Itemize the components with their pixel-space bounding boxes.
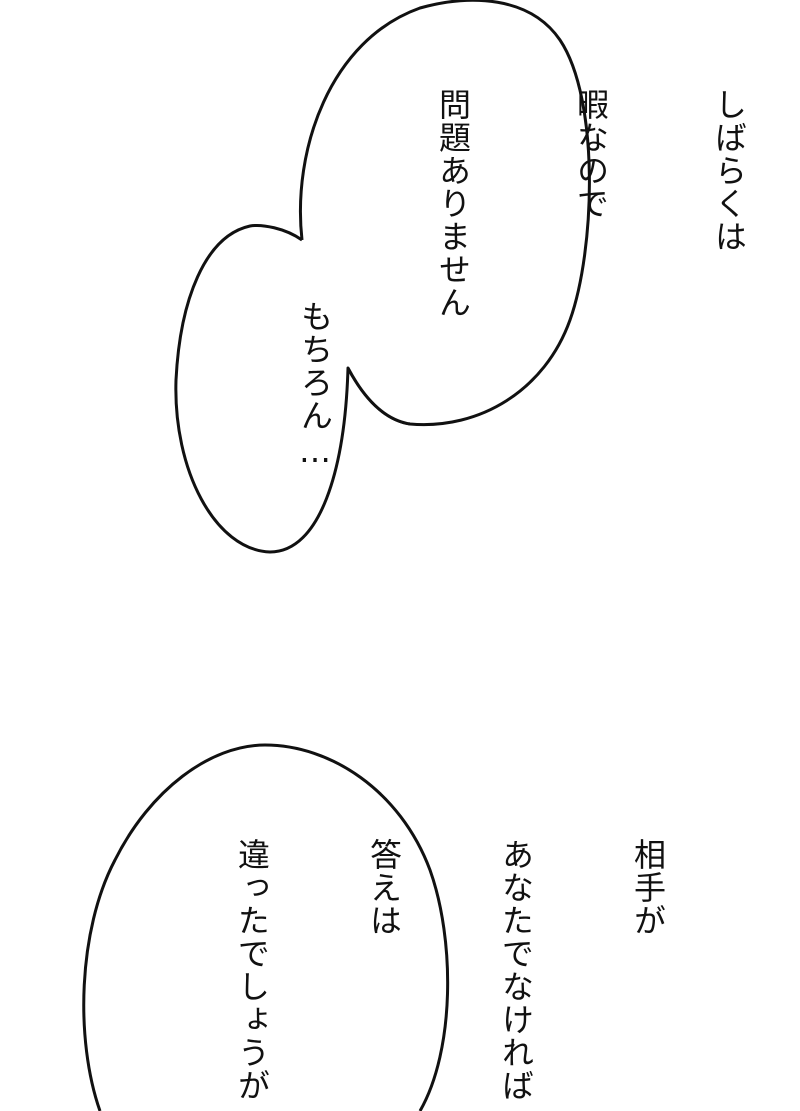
- dialogue-line: あなたでなければ: [497, 838, 535, 1102]
- bottom-speech-bubble: [82, 743, 450, 1111]
- dialogue-line: もちろん…: [296, 300, 334, 471]
- top-speech-bubble: [298, 0, 591, 427]
- dialogue-line: 相手が: [629, 838, 667, 937]
- middle-speech-bubble: [174, 224, 411, 554]
- dialogue-line: 違ったでしょうが: [233, 838, 271, 1102]
- middle-bubble-text: もちろん…: [246, 300, 430, 471]
- bottom-bubble-text: 相手が あなたでなければ 答えは 違ったでしょうが: [186, 838, 758, 1102]
- dialogue-line: しばらくは: [710, 88, 748, 253]
- dialogue-line: 暇なので: [572, 88, 610, 220]
- top-bubble-text: しばらくは 暇なので 問題ありません: [384, 88, 800, 319]
- dialogue-line: 答えは: [365, 838, 403, 937]
- dialogue-line: 問題ありません: [434, 88, 472, 319]
